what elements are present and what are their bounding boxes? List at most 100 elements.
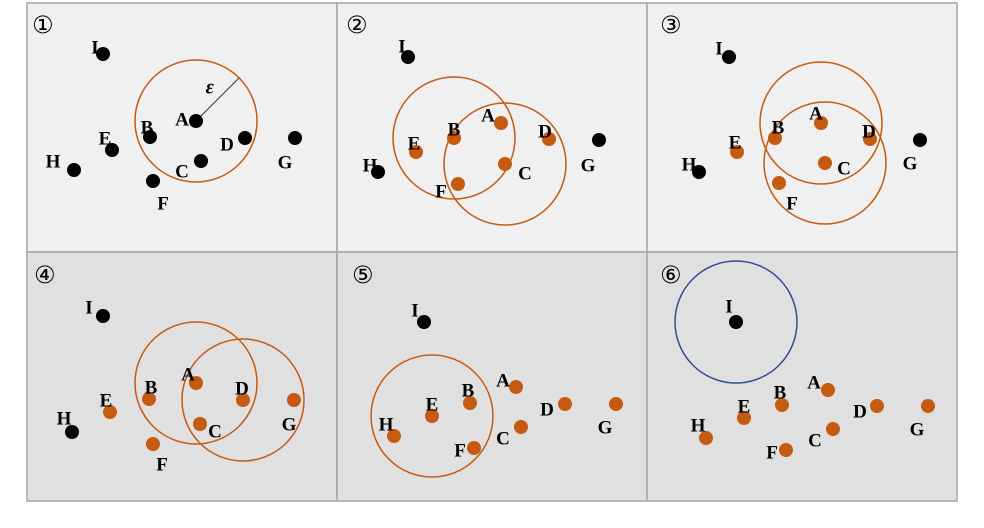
point-f — [146, 174, 160, 188]
epsilon-radius-line — [195, 77, 240, 122]
point-label-h: H — [379, 414, 394, 435]
point-label-a: A — [481, 105, 495, 126]
point-label-b: B — [772, 117, 785, 138]
point-e — [105, 143, 119, 157]
point-label-f: F — [435, 181, 447, 202]
point-label-c: C — [837, 158, 851, 179]
point-i — [96, 309, 110, 323]
point-label-f: F — [454, 440, 466, 461]
point-b — [447, 131, 461, 145]
point-f — [146, 437, 160, 451]
point-g — [592, 133, 606, 147]
point-g — [913, 133, 927, 147]
point-a — [821, 383, 835, 397]
point-label-g: G — [581, 155, 596, 176]
point-a — [494, 116, 508, 130]
point-a — [509, 380, 523, 394]
point-h — [371, 165, 385, 179]
point-g — [287, 393, 301, 407]
point-label-d: D — [220, 134, 234, 155]
step-number-label: ④ — [34, 261, 56, 289]
point-label-h: H — [57, 408, 72, 429]
point-c — [514, 420, 528, 434]
point-c — [826, 422, 840, 436]
point-f — [772, 176, 786, 190]
epsilon-circle-b — [392, 76, 516, 200]
point-i — [722, 50, 736, 64]
point-label-f: F — [156, 454, 168, 475]
point-label-g: G — [910, 419, 925, 440]
point-b — [775, 398, 789, 412]
point-label-b: B — [145, 377, 158, 398]
point-a — [189, 376, 203, 390]
point-label-c: C — [175, 161, 189, 182]
point-e — [103, 405, 117, 419]
point-a — [814, 116, 828, 130]
point-i — [417, 315, 431, 329]
point-label-d: D — [853, 401, 867, 422]
panel-background — [26, 2, 338, 253]
point-label-c: C — [496, 428, 510, 449]
point-i — [729, 315, 743, 329]
point-label-i: I — [85, 297, 92, 318]
step-number-label: ⑤ — [352, 261, 374, 289]
point-label-i: I — [725, 296, 732, 317]
point-c — [194, 154, 208, 168]
point-h — [387, 429, 401, 443]
point-label-g: G — [282, 414, 297, 435]
point-i — [401, 50, 415, 64]
epsilon-circle-a — [759, 61, 883, 185]
epsilon-circle-d — [181, 338, 305, 462]
point-h — [67, 163, 81, 177]
panel-background — [336, 251, 648, 502]
point-g — [609, 397, 623, 411]
point-e — [730, 145, 744, 159]
step-number-label: ⑥ — [660, 261, 682, 289]
point-e — [409, 145, 423, 159]
point-label-e: E — [99, 128, 112, 149]
point-d — [238, 131, 252, 145]
point-label-h: H — [363, 155, 378, 176]
panel-background — [336, 2, 648, 253]
point-d — [558, 397, 572, 411]
epsilon-circle-a — [134, 59, 258, 183]
point-label-f: F — [786, 193, 798, 214]
point-c — [818, 156, 832, 170]
point-f — [451, 177, 465, 191]
panel-background — [646, 251, 958, 502]
point-label-h: H — [46, 151, 61, 172]
point-label-d: D — [538, 121, 552, 142]
step-number-label: ② — [346, 11, 368, 39]
point-label-b: B — [141, 117, 154, 138]
point-label-g: G — [903, 153, 918, 174]
point-b — [143, 130, 157, 144]
point-label-e: E — [100, 390, 113, 411]
point-h — [65, 425, 79, 439]
point-label-b: B — [462, 380, 475, 401]
point-a — [189, 114, 203, 128]
point-label-d: D — [235, 378, 249, 399]
point-c — [193, 417, 207, 431]
point-label-g: G — [278, 152, 293, 173]
point-g — [921, 399, 935, 413]
point-h — [692, 165, 706, 179]
point-label-e: E — [408, 133, 421, 154]
epsilon-circle-i — [674, 260, 798, 384]
point-label-c: C — [808, 430, 822, 451]
point-f — [467, 441, 481, 455]
point-label-f: F — [157, 193, 169, 214]
point-label-h: H — [691, 415, 706, 436]
epsilon-circle-e — [370, 354, 494, 478]
point-f — [779, 443, 793, 457]
point-label-i: I — [398, 36, 405, 57]
point-b — [768, 131, 782, 145]
point-label-b: B — [774, 382, 787, 403]
point-label-e: E — [729, 132, 742, 153]
point-d — [542, 132, 556, 146]
point-label-d: D — [540, 399, 554, 420]
